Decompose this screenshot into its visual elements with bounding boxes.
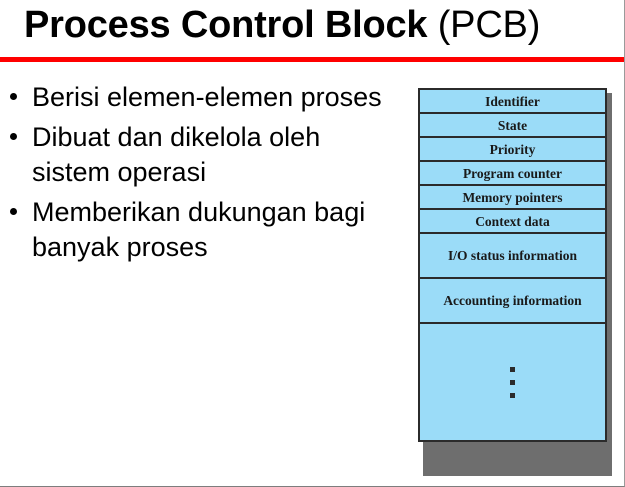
list-item: Berisi elemen-elemen proses — [0, 80, 400, 115]
page-title: Process Control Block (PCB) — [24, 1, 540, 49]
bullet-dot-icon — [10, 208, 17, 215]
pcb-table: Identifier State Priority Program counte… — [418, 88, 607, 442]
vertical-ellipsis-icon — [510, 366, 515, 398]
table-row: Identifier — [420, 90, 605, 114]
list-item: Memberikan dukungan bagi banyak proses — [0, 195, 400, 265]
page-title-light: (PCB) — [427, 4, 541, 46]
table-row: Memory pointers — [420, 186, 605, 210]
table-row: Accounting information — [420, 279, 605, 324]
list-item-label: Berisi elemen-elemen proses — [32, 82, 382, 112]
bullet-list: Berisi elemen-elemen proses Dibuat dan d… — [0, 80, 400, 270]
slide-title-block: Process Control Block (PCB) — [0, 0, 624, 57]
table-row: Context data — [420, 210, 605, 234]
pcb-diagram: Identifier State Priority Program counte… — [418, 88, 612, 476]
list-item: Dibuat dan dikelola oleh sistem operasi — [0, 120, 400, 190]
title-divider-rule — [0, 57, 624, 62]
page-title-strong: Process Control Block — [24, 4, 428, 46]
bullet-dot-icon — [10, 93, 17, 100]
list-item-label: Memberikan dukungan bagi banyak proses — [32, 197, 366, 262]
bullet-dot-icon — [10, 133, 17, 140]
table-row: Priority — [420, 138, 605, 162]
table-row: I/O status information — [420, 234, 605, 279]
table-row: State — [420, 114, 605, 138]
list-item-label: Dibuat dan dikelola oleh sistem operasi — [32, 122, 321, 187]
table-row: Program counter — [420, 162, 605, 186]
table-row-ellipsis — [420, 324, 605, 440]
